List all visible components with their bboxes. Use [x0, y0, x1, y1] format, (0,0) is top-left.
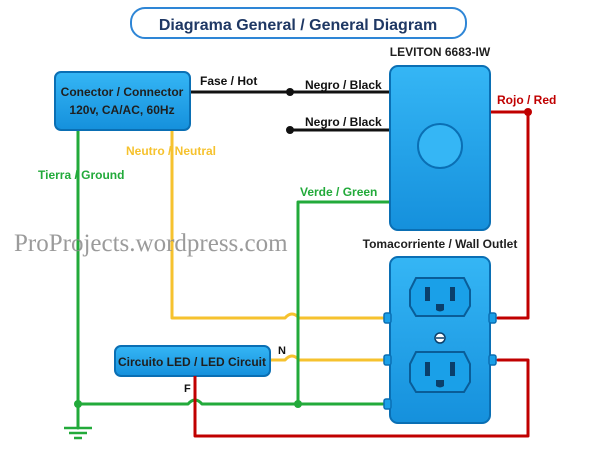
connector-line2: 120v, CA/AC, 60Hz — [69, 103, 174, 117]
neutral-wire — [170, 128, 388, 320]
green-switch-wire — [296, 200, 392, 406]
label-black-1: Negro / Black — [305, 78, 382, 92]
led-f-label: F — [184, 383, 191, 395]
wall-outlet: Tomacorriente / Wall Outlet — [363, 237, 518, 424]
label-red: Rojo / Red — [497, 93, 556, 107]
label-hot: Fase / Hot — [200, 74, 257, 88]
junction-ground — [74, 400, 82, 408]
terminal-right-2 — [488, 354, 497, 366]
label-ground: Tierra / Ground — [38, 168, 124, 182]
terminal-left-3 — [383, 398, 392, 410]
watermark: ProProjects.wordpress.com — [14, 230, 288, 257]
receptacle-bottom-icon — [409, 351, 471, 393]
switch-model-label: LEVITON 6683-IW — [390, 45, 491, 59]
terminal-left-2 — [383, 354, 392, 366]
red-wire-bottom — [193, 358, 530, 438]
led-circuit-label: Circuito LED / LED Circuit — [118, 355, 266, 369]
outlet-screw-icon — [434, 332, 446, 344]
junctions — [74, 88, 532, 408]
connector-line1: Conector / Connector — [61, 85, 184, 99]
junction-green — [294, 400, 302, 408]
label-black-2: Negro / Black — [305, 115, 382, 129]
red-wire-top — [488, 110, 530, 320]
connector-box: Conector / Connector 120v, CA/AC, 60Hz — [54, 71, 191, 131]
junction-red — [524, 108, 532, 116]
junction-hot — [286, 88, 294, 96]
outlet-label: Tomacorriente / Wall Outlet — [363, 237, 518, 251]
led-circuit-box: Circuito LED / LED Circuit N F — [114, 345, 286, 395]
title-frame — [130, 7, 467, 39]
ground-symbol-icon — [64, 426, 92, 440]
terminal-left-1 — [383, 312, 392, 324]
junction-black2 — [286, 126, 294, 134]
switch-device: LEVITON 6683-IW — [389, 45, 491, 231]
label-green: Verde / Green — [300, 185, 377, 199]
neutral-led-wire — [268, 354, 388, 362]
receptacle-top-icon — [409, 277, 471, 317]
led-n-label: N — [278, 345, 286, 357]
label-neutral: Neutro / Neutral — [126, 144, 216, 158]
terminal-right-1 — [488, 312, 497, 324]
diagram-title: Diagrama General / General Diagram — [159, 17, 437, 34]
switch-button-icon — [417, 123, 463, 169]
wires — [76, 90, 530, 438]
